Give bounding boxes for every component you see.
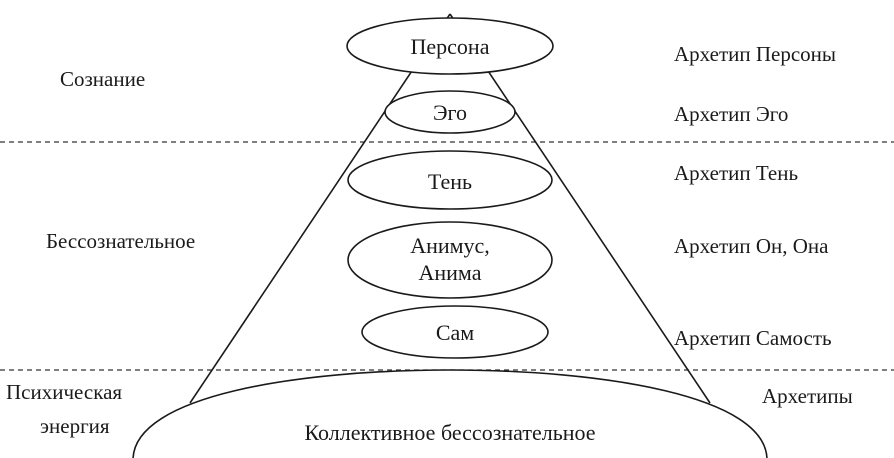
ego-ellipse [384, 90, 516, 134]
archetype-self-label: Архетип Самость [674, 326, 832, 350]
archetype-shadow-label: Архетип Тень [674, 161, 798, 185]
persona-ellipse [346, 17, 554, 75]
pyramid-left-side [189, 13, 451, 404]
shadow-ellipse [347, 150, 553, 210]
psychic-energy-label-line2: энергия [40, 414, 110, 438]
self-label: Сам [436, 320, 474, 345]
ego-label: Эго [433, 100, 467, 125]
animus-label: Анимус, [410, 233, 490, 258]
psychic-energy-label-line1: Психическая [6, 380, 122, 404]
collective-unconscious-dome [132, 369, 768, 458]
pyramid-right-side [449, 13, 711, 404]
animus-anima-ellipse [347, 221, 553, 299]
shadow-label: Тень [428, 169, 472, 194]
archetype-persona-label: Архетип Персоны [674, 42, 836, 66]
self-ellipse [361, 305, 549, 359]
anima-label: Анима [419, 260, 482, 285]
archetypes-label: Архетипы [762, 384, 853, 408]
consciousness-level-label: Сознание [60, 67, 145, 91]
archetype-animus-label: Архетип Он, Она [674, 234, 829, 258]
persona-label: Персона [411, 34, 490, 59]
collective-unconscious-label: Коллективное бессознательное [304, 420, 595, 445]
archetype-ego-label: Архетип Эго [674, 102, 788, 126]
unconscious-level-label: Бессознательное [46, 229, 195, 253]
